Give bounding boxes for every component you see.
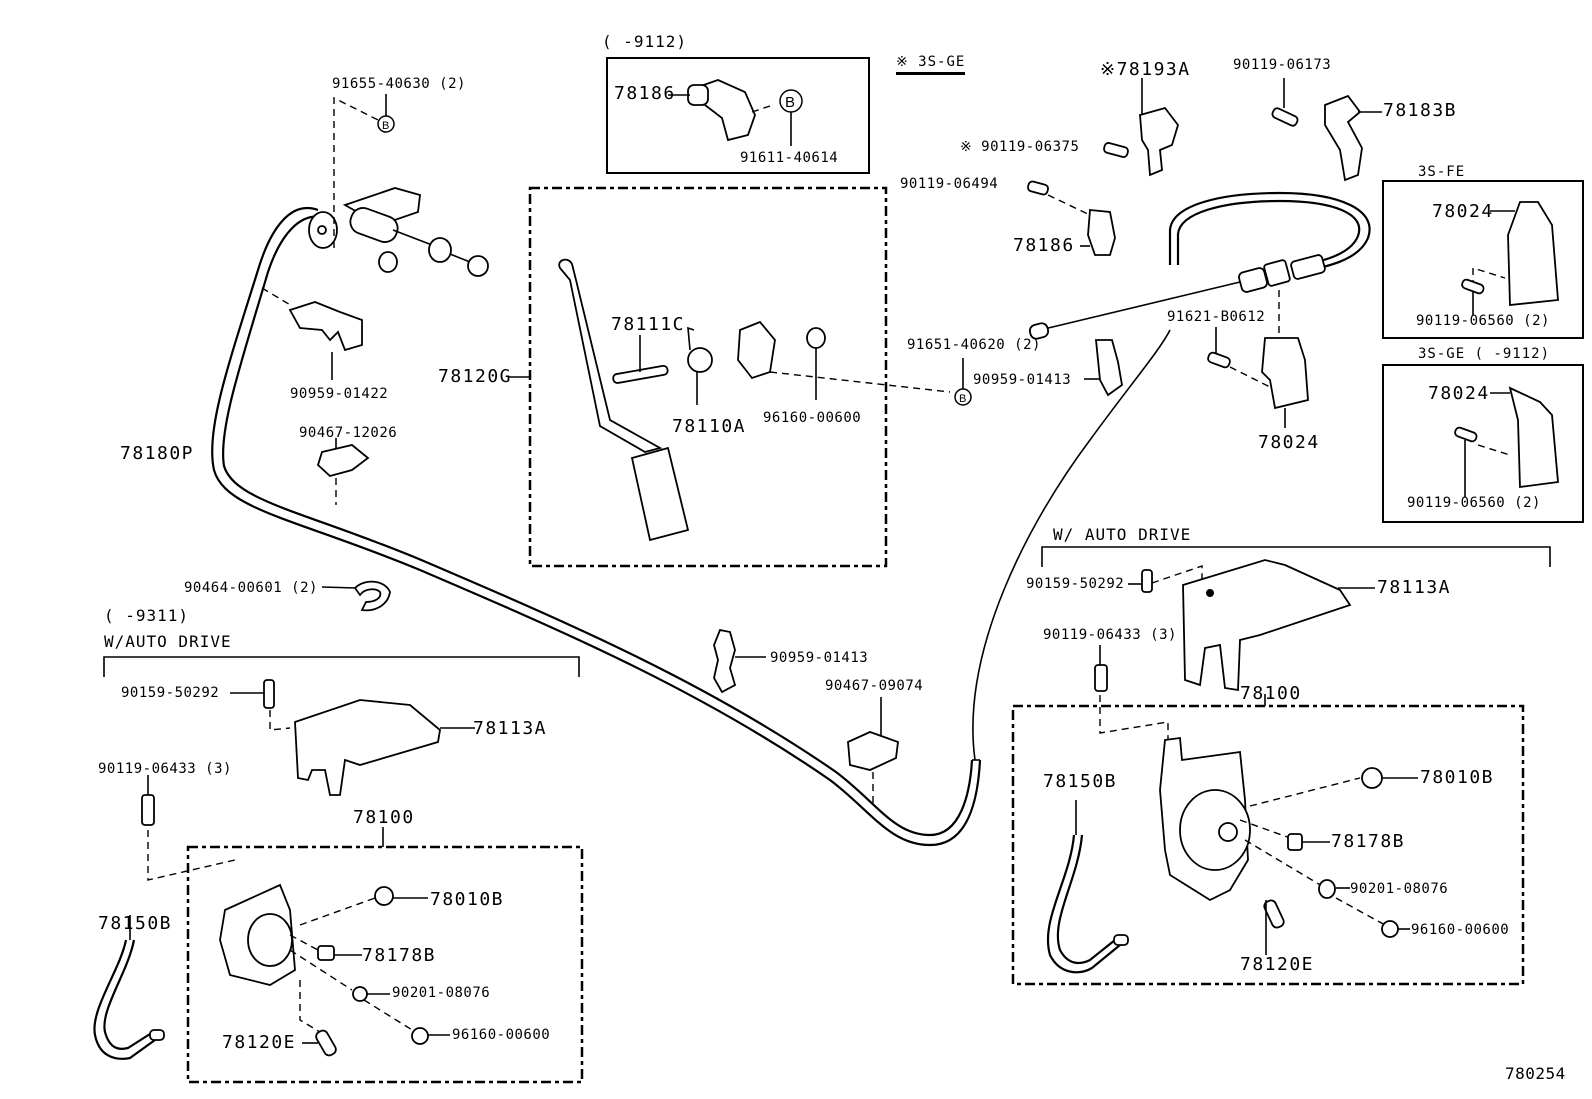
- caption-auto-drive-left-range: ( -9311): [104, 606, 190, 625]
- caption-auto-drive-right: W/ AUTO DRIVE: [1053, 525, 1192, 544]
- part-label-90119-06173[interactable]: 90119-06173: [1233, 57, 1332, 73]
- part-label-90119-06560-3sge[interactable]: 90119-06560 (2): [1407, 495, 1541, 511]
- box-3sfe: [1382, 180, 1584, 339]
- bracket-78024-main: [1261, 337, 1309, 410]
- part-label-90119-06494[interactable]: 90119-06494: [900, 176, 999, 192]
- part-label-90119-06375[interactable]: ※ 90119-06375: [960, 139, 1080, 155]
- box-78100-right: [1011, 704, 1525, 986]
- hose-78150B-left: [93, 939, 165, 1060]
- bracket-78024-3sfe: [1507, 201, 1559, 306]
- caption-3sge-marker: ※ 3S-GE: [896, 53, 966, 75]
- bracket-auto-drive-right: [1041, 546, 1551, 567]
- part-label-left-96160-00600[interactable]: 96160-00600: [452, 1027, 551, 1043]
- part-label-78193A[interactable]: ※78193A: [1100, 59, 1191, 80]
- bracket-part: [737, 320, 776, 380]
- hose-78150B-right: [1046, 834, 1129, 974]
- part-label-78180P[interactable]: 78180P: [120, 443, 195, 464]
- caption-3sfe-box: 3S-FE: [1418, 164, 1466, 180]
- clip-90959-01413-lower: [713, 628, 737, 694]
- part-label-91655-40630[interactable]: 91655-40630 (2): [332, 76, 466, 92]
- clip-96160-00600-pedal: [806, 327, 826, 349]
- throttle-link-part: [308, 187, 489, 277]
- part-label-78024-3sge[interactable]: 78024: [1428, 383, 1490, 404]
- part-label-90467-09074[interactable]: 90467-09074: [825, 678, 924, 694]
- part-label-left-90201-08076[interactable]: 90201-08076: [392, 985, 491, 1001]
- part-label-right-78120E[interactable]: 78120E: [1240, 954, 1315, 975]
- part-label-91621-B0612[interactable]: 91621-B0612: [1167, 309, 1266, 325]
- spring-78110A: [687, 326, 713, 373]
- part-label-left-78178B[interactable]: 78178B: [362, 945, 437, 966]
- part-label-right-90119-06433[interactable]: 90119-06433 (3): [1043, 627, 1177, 643]
- part-label-96160-00600-pedal[interactable]: 96160-00600: [763, 410, 862, 426]
- caption-auto-drive-left: W/AUTO DRIVE: [104, 632, 232, 651]
- part-label-left-78150B[interactable]: 78150B: [98, 913, 173, 934]
- figure-number: 780254: [1505, 1064, 1566, 1083]
- cable-sheath-engine-side: [1028, 191, 1371, 340]
- part-label-right-78100[interactable]: 78100: [1240, 683, 1302, 704]
- part-label-left-90159-50292[interactable]: 90159-50292: [121, 685, 220, 701]
- clip-90467-09074: [847, 731, 899, 771]
- part-label-left-78100[interactable]: 78100: [353, 807, 415, 828]
- part-label-78111C[interactable]: 78111C: [611, 314, 686, 335]
- svg-text:B: B: [959, 393, 966, 405]
- part-78186-upper: [687, 79, 756, 142]
- clip-78186-right: [1087, 209, 1116, 256]
- part-label-left-78113A[interactable]: 78113A: [473, 718, 548, 739]
- bracket-78183B: [1324, 94, 1363, 182]
- part-label-right-90159-50292[interactable]: 90159-50292: [1026, 576, 1125, 592]
- throttle-actuator-78100-left: [219, 883, 296, 986]
- throttle-actuator-78100-right: [1159, 736, 1251, 902]
- caption-3sge-box: 3S-GE ( -9112): [1418, 346, 1551, 362]
- bracket-auto-drive-left: [103, 656, 580, 677]
- part-label-left-78120E[interactable]: 78120E: [222, 1032, 297, 1053]
- part-label-91611-40614[interactable]: 91611-40614: [740, 150, 839, 166]
- bracket-78024-3sge: [1508, 386, 1559, 489]
- part-label-right-96160-00600[interactable]: 96160-00600: [1411, 922, 1510, 938]
- part-label-78024-main[interactable]: 78024: [1258, 432, 1320, 453]
- part-label-left-78010B[interactable]: 78010B: [430, 889, 505, 910]
- part-label-78024-3sfe[interactable]: 78024: [1432, 201, 1494, 222]
- part-label-90467-12026[interactable]: 90467-12026: [299, 425, 398, 441]
- part-label-right-78113A[interactable]: 78113A: [1377, 577, 1452, 598]
- box-pedal-78120G: [528, 186, 888, 568]
- part-label-90959-01422[interactable]: 90959-01422: [290, 386, 389, 402]
- clip-90959-01422: [288, 301, 363, 352]
- part-label-90464-00601[interactable]: 90464-00601 (2): [184, 580, 318, 596]
- clip-90959-01413-upper: [1095, 339, 1123, 397]
- bolt-90119-06375: [1103, 142, 1129, 158]
- part-label-right-78178B[interactable]: 78178B: [1331, 831, 1406, 852]
- part-label-right-78150B[interactable]: 78150B: [1043, 771, 1118, 792]
- box-3sge: [1382, 364, 1584, 523]
- part-78193A: [1139, 106, 1179, 177]
- box-78100-left: [186, 845, 584, 1084]
- part-label-90119-06560-3sfe[interactable]: 90119-06560 (2): [1416, 313, 1550, 329]
- bolt-90119-06494: [1027, 180, 1049, 196]
- part-label-78186-upper[interactable]: 78186: [614, 83, 676, 104]
- part-label-78110A[interactable]: 78110A: [672, 416, 747, 437]
- svg-text:B: B: [785, 94, 795, 111]
- accelerator-cable-78180P: [211, 207, 1171, 847]
- bracket-78113A-left: [294, 699, 441, 796]
- svg-text:B: B: [382, 120, 389, 132]
- bracket-78113A-right: [1182, 559, 1352, 692]
- part-label-90959-01413-upper[interactable]: 90959-01413: [973, 372, 1072, 388]
- part-label-right-78010B[interactable]: 78010B: [1420, 767, 1495, 788]
- clip-90467-12026: [316, 444, 370, 477]
- part-label-left-90119-06433[interactable]: 90119-06433 (3): [98, 761, 232, 777]
- clip-90464-00601: [353, 580, 391, 612]
- part-label-91651-40620[interactable]: 91651-40620 (2): [907, 337, 1041, 353]
- leader-91655: [333, 96, 379, 248]
- part-label-78186-right[interactable]: 78186: [1013, 235, 1075, 256]
- accelerator-pedal-78120G: [558, 258, 690, 542]
- part-label-78120G[interactable]: 78120G: [438, 366, 513, 387]
- bolt-90119-06173: [1271, 107, 1299, 127]
- part-label-90959-01413-lower[interactable]: 90959-01413: [770, 650, 869, 666]
- caption-upper-box-range: ( -9112): [602, 32, 688, 51]
- part-label-78183B[interactable]: 78183B: [1383, 100, 1458, 121]
- box-upper-9112: [606, 57, 870, 174]
- part-label-right-90201-08076[interactable]: 90201-08076: [1350, 881, 1449, 897]
